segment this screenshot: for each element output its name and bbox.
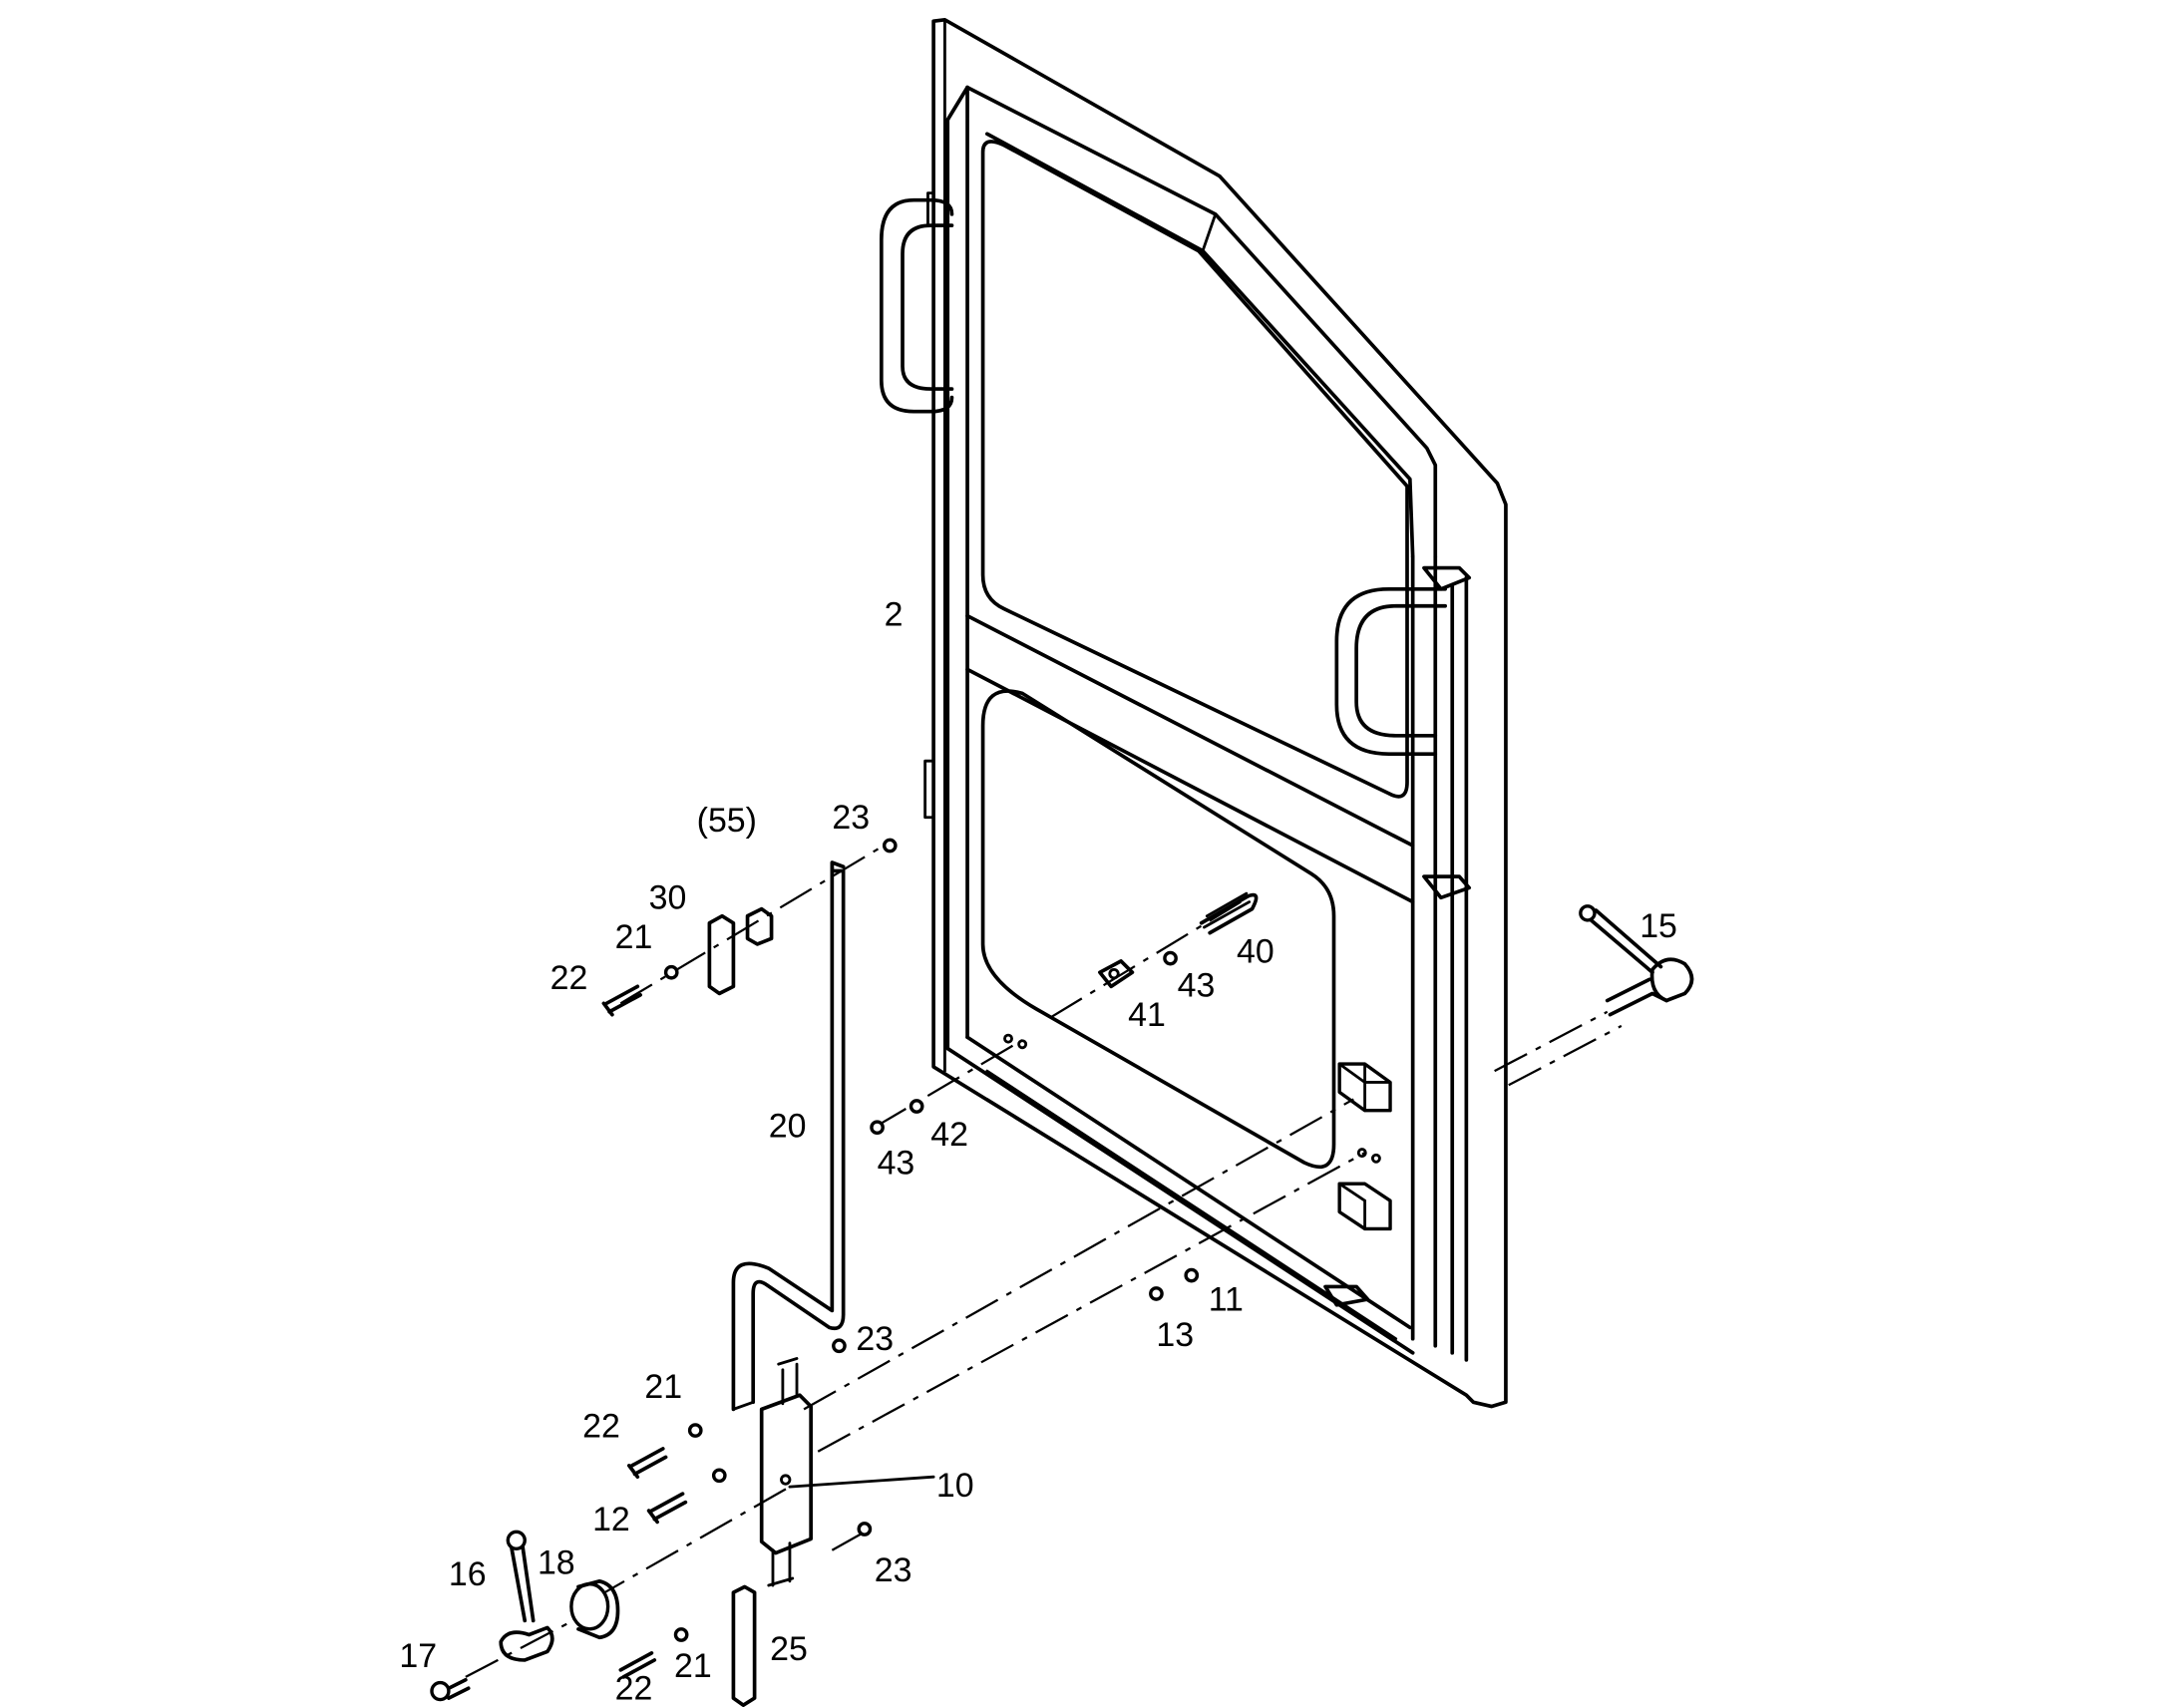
hardware-parts [430, 838, 1694, 1708]
callout-23-a: 23 [832, 799, 870, 837]
callout-13: 13 [1156, 1316, 1194, 1354]
callout-15: 15 [1639, 907, 1677, 945]
callout-20: 20 [769, 1108, 807, 1146]
callout-18: 18 [538, 1544, 575, 1582]
callout-22-c: 22 [615, 1670, 653, 1708]
callout-10: 10 [936, 1467, 974, 1505]
latch-plate-part-10 [759, 1357, 813, 1587]
callout-21-a: 21 [615, 918, 653, 956]
callout-12: 12 [592, 1501, 630, 1538]
callout-17: 17 [399, 1637, 437, 1675]
grab-handle-upper [879, 197, 954, 414]
callout-25: 25 [770, 1630, 808, 1668]
callout-40: 40 [1237, 932, 1274, 970]
callout-23-b: 23 [856, 1320, 894, 1358]
assembly-lines [465, 842, 1623, 1678]
callout-55: (55) [697, 802, 757, 840]
callout-21-c: 21 [674, 1647, 712, 1685]
callout-43-a: 43 [1178, 966, 1216, 1004]
callout-16: 16 [449, 1555, 487, 1593]
leader-line-10 [788, 1475, 935, 1489]
rod-part-20 [731, 860, 846, 1412]
callout-41: 41 [1128, 996, 1166, 1034]
callout-21-b: 21 [644, 1368, 682, 1406]
callout-11: 11 [1209, 1280, 1244, 1318]
callout-23-c: 23 [875, 1551, 912, 1589]
callout-2: 2 [885, 596, 904, 634]
grab-handle-lower [1334, 586, 1448, 756]
callout-22-a: 22 [550, 959, 588, 997]
callout-22-b: 22 [582, 1408, 620, 1446]
callout-43-b: 43 [878, 1144, 915, 1182]
callout-labels: 2 (55) 23 30 21 22 15 40 43 41 20 42 43 … [399, 596, 1676, 1708]
callout-30: 30 [649, 879, 687, 917]
callout-42: 42 [930, 1116, 968, 1154]
door-panel [923, 17, 1508, 1409]
